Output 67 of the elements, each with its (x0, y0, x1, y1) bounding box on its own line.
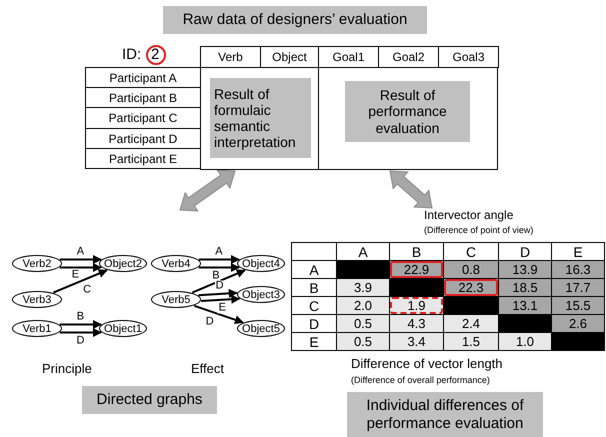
ellipse-node: Object2 (99, 255, 147, 272)
axis-note: (Difference of overall performance) (351, 376, 490, 386)
matrix-header: E (291, 332, 337, 351)
axis-note: Difference of vector length (351, 357, 503, 372)
arrow (201, 294, 240, 304)
edge-label: E (70, 269, 80, 280)
arrow (60, 328, 102, 337)
arrow (60, 320, 102, 329)
ellipse-node: Verb5 (151, 291, 201, 308)
matrix-value: 16.3 (551, 260, 605, 279)
edge-label: E (218, 302, 227, 314)
matrix-value: 18.5 (498, 278, 552, 297)
matrix-value: 0.8 (443, 260, 499, 279)
double-arrow (179, 170, 236, 212)
matrix-value: 13.9 (498, 260, 552, 279)
arrow (194, 304, 244, 324)
ellipse-node: Object3 (237, 286, 285, 303)
matrix-value: 0.5 (336, 314, 390, 333)
graph-caption: Effect (191, 362, 224, 376)
section-heading: Directed graphs (82, 386, 217, 414)
axis-note: Intervector angle (424, 209, 514, 222)
id-label: ID: (122, 47, 142, 64)
edge-label: C (82, 284, 92, 296)
column-header: Verb (200, 46, 261, 68)
matrix-value: 3.4 (389, 332, 444, 351)
ellipse-node: Verb4 (151, 255, 201, 272)
matrix-value: 3.9 (336, 278, 390, 297)
row-header: Participant E (85, 148, 201, 169)
matrix-value: 15.5 (551, 296, 605, 315)
ellipse-node: Verb3 (12, 291, 62, 308)
id-number: 2 (151, 47, 160, 64)
arrow (198, 288, 238, 298)
double-arrow (389, 170, 433, 209)
matrix-value: 2.4 (443, 314, 499, 333)
matrix-value: 13.1 (498, 296, 552, 315)
edge-label: A (214, 246, 224, 257)
edge-label: B (76, 311, 86, 322)
matrix-value: 1.0 (498, 332, 552, 351)
row-header: Participant A (85, 67, 201, 88)
arrow (60, 255, 102, 264)
arrow (60, 263, 102, 272)
matrix-value: 17.7 (551, 278, 605, 297)
arrow (192, 269, 246, 294)
ellipse-node: Object4 (237, 255, 285, 272)
ellipse-node: Verb1 (12, 320, 62, 337)
matrix-value: 2.0 (336, 296, 390, 315)
arrow (198, 263, 240, 272)
matrix-value: 1.5 (443, 332, 499, 351)
edge-label: B (211, 270, 221, 281)
section-heading: Raw data of designers’ evaluation (163, 6, 427, 34)
ellipse-node: Object1 (99, 320, 147, 337)
matrix-value: 4.3 (389, 314, 444, 333)
ellipse-node: Verb2 (12, 255, 62, 272)
graph-caption: Principle (42, 362, 92, 376)
axis-note: (Difference of point of view) (424, 226, 534, 236)
matrix-value: 0.5 (336, 332, 390, 351)
result-box: Result of formulaic semantic interpretation (210, 78, 311, 158)
ellipse-node: Object5 (237, 320, 285, 337)
result-box: Result of performance evaluation (345, 81, 470, 142)
arrow (53, 269, 108, 294)
matrix-value: 2.6 (551, 314, 605, 333)
arrow (198, 255, 240, 264)
matrix-header: E (551, 242, 605, 261)
section-heading: Individual differences of performance evaluation (347, 392, 543, 437)
edge-label: D (75, 335, 86, 346)
edge-label: A (76, 246, 86, 257)
column-header: Goal3 (438, 46, 499, 68)
